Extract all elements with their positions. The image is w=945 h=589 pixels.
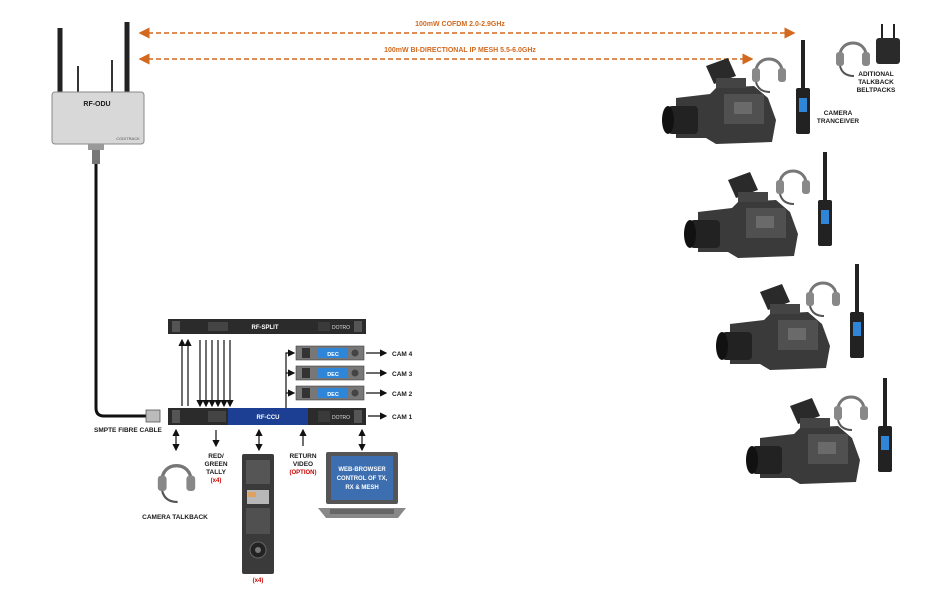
camera-3-transceiver [848, 262, 866, 360]
decoder-cam2-label: DEC [327, 392, 339, 398]
camera-4-transceiver [876, 376, 894, 474]
camera-4-headset [832, 395, 870, 432]
fibre-connector [145, 409, 161, 423]
beltpacks-line1: ADITIONAL [858, 71, 893, 78]
tally-count: (x4) [211, 478, 222, 484]
beltpacks-line2: TALKBACK [858, 79, 894, 86]
decoder-cam4-label: DEC [327, 352, 339, 358]
return-video-line1: RETURN [289, 453, 316, 460]
cam3-label: CAM 3 [392, 371, 413, 378]
beltpacks-line3: BELTPACKS [857, 87, 896, 94]
rcp-count: (x4) [253, 578, 264, 584]
tally-line2: GREEN [204, 461, 227, 468]
beltpack-unit [876, 24, 900, 64]
return-video-option: (OPTION) [290, 470, 317, 476]
rf-odu-brand: CODITRACK [116, 136, 140, 141]
split-ccu-arrows [178, 338, 234, 408]
rf-split-brand: DOTRO [332, 325, 350, 331]
smpte-fibre-cable [94, 164, 146, 418]
decoder-cam2 [295, 385, 365, 401]
camera-transceiver-line1: CAMERA [824, 110, 853, 117]
smpte-cable-label: SMPTE FIBRE CABLE [94, 427, 163, 434]
decoder-cam4 [295, 345, 365, 361]
tally-line3: TALLY [206, 469, 227, 476]
laptop [318, 452, 406, 518]
rcp-remote-panel [242, 454, 274, 574]
rf-ccu-label: RF-CCU [257, 415, 280, 421]
return-video-line2: VIDEO [293, 461, 313, 468]
camera-talkback-headset [156, 464, 197, 504]
rf-odu-unit [51, 22, 145, 164]
cofdm-link-label: 100mW COFDM 2.0-2.9GHz [415, 21, 505, 28]
camera-2-transceiver [816, 150, 834, 248]
rf-ccu-unit [168, 408, 366, 425]
browser-line2: CONTROL OF TX, [337, 476, 388, 482]
rf-odu-label: RF-ODU [83, 101, 110, 108]
camera-talkback-label: CAMERA TALKBACK [142, 514, 208, 521]
loop-arrow-cam4 [285, 349, 296, 408]
camera-1-headset [750, 57, 788, 94]
camera-transceiver-line2: TRANCEIVER [817, 118, 860, 125]
camera-3-headset [804, 281, 842, 318]
browser-line1: WEB-BROWSER [338, 467, 386, 473]
browser-line3: RX & MESH [345, 485, 378, 491]
tally-line1: RED/ [208, 453, 224, 460]
camera-2-headset [774, 169, 812, 206]
rf-split-unit [168, 319, 366, 334]
decoder-cam3 [295, 365, 365, 381]
camera-4 [746, 398, 860, 484]
decoder-cam3-label: DEC [327, 372, 339, 378]
rf-split-label: RF-SPLIT [252, 325, 279, 331]
rf-ccu-brand: DOTRO [332, 415, 350, 421]
cam2-label: CAM 2 [392, 391, 413, 398]
ccu-bottom-arrows [172, 428, 366, 452]
camera-1-transceiver [794, 38, 812, 136]
cam1-label: CAM 1 [392, 414, 413, 421]
cam4-label: CAM 4 [392, 351, 413, 358]
mesh-link-label: 100mW BI-DIRECTIONAL IP MESH 5.5-6.0GHz [384, 47, 536, 54]
